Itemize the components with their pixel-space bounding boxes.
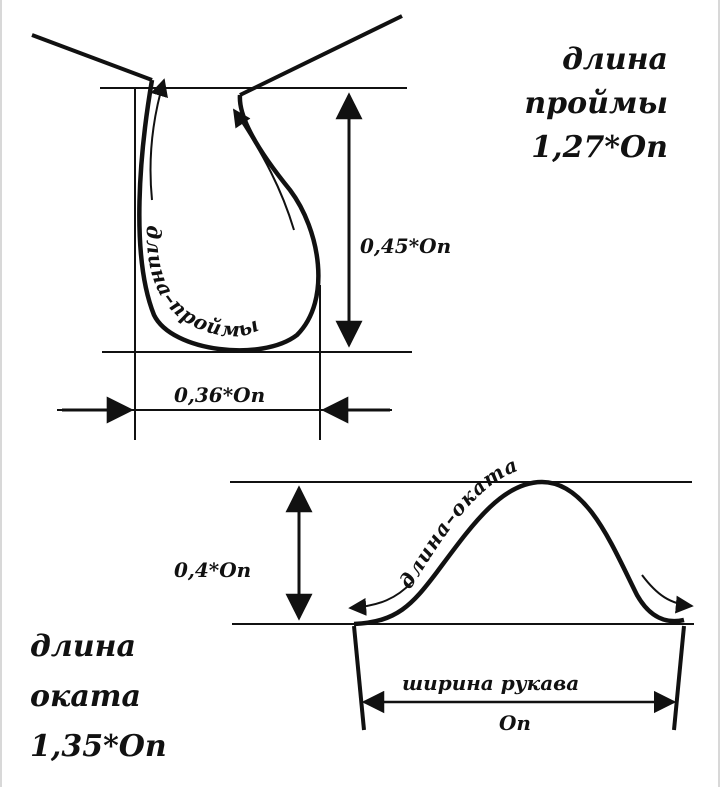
sleeve-left-side <box>352 625 366 731</box>
cap-curve-label: длина–оката <box>394 452 522 593</box>
armhole-figure <box>31 14 412 440</box>
cap-left-arrow <box>348 581 413 616</box>
back-shoulder-line <box>31 33 153 82</box>
armhole-title-line-3: 1,27*Оп <box>531 130 668 165</box>
armhole-left-arrow <box>149 78 168 201</box>
armhole-depth-label: 0,45*Оп <box>360 234 452 258</box>
cap-title-line-1: длина <box>30 629 136 664</box>
armhole-curve <box>137 79 321 353</box>
sleeve-width-value: Оп <box>499 711 531 735</box>
sleeve-right-side <box>672 625 686 731</box>
front-shoulder-line <box>239 14 403 97</box>
armhole-title-line-1: длина <box>562 42 668 77</box>
cap-right-arrow <box>641 574 694 614</box>
cap-title-line-3: 1,35*Оп <box>30 729 167 764</box>
armhole-title-line-2: проймы <box>524 86 668 121</box>
armhole-right-arrow <box>233 108 295 231</box>
cap-title-line-2: оката <box>30 679 141 714</box>
cap-height-label: 0,4*Оп <box>174 558 252 582</box>
armhole-width-label: 0,36*Оп <box>174 383 266 407</box>
cap-length-title: длина оката 1,35*Оп <box>30 622 167 772</box>
sleeve-cap-curve <box>353 479 685 627</box>
armhole-length-title: длина проймы 1,27*Оп <box>524 38 668 170</box>
sleeve-cap-figure <box>230 479 694 731</box>
sleeve-width-label: ширина рукава <box>402 671 580 695</box>
